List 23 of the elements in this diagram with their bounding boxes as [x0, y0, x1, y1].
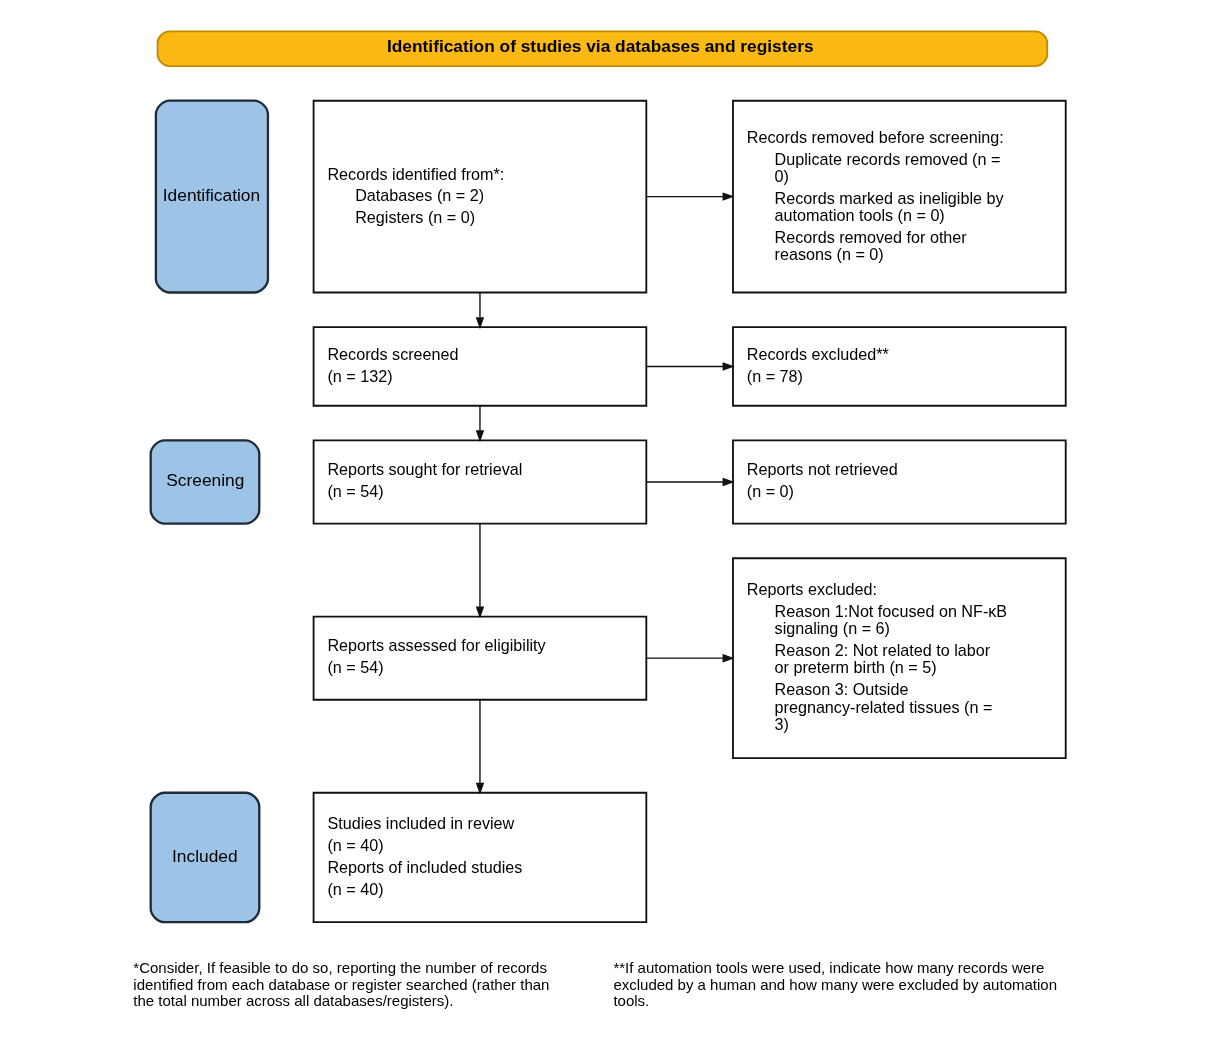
- node-box: Records identified from*: Databases (n = 2) Registers (n = 0): [312, 99, 648, 294]
- node-box: Records removed before screening: Duplicate records removed (n = 0) Records marked as ineligible by automation tools (n = 0) Records removed for other reasons (n = 0): [732, 99, 1067, 294]
- node-box: Included: [149, 791, 261, 924]
- node-box: Reports excluded: Reason 1:Not focused on NF-κB signaling (n = 6) Reason 2: Not related to labor or preterm birth (n = 5) Reason 3: Outside pregnancy-related tissues (n = 3): [732, 557, 1067, 760]
- arrow: [645, 477, 735, 487]
- node-box: Records screened (n = 132): [312, 326, 648, 407]
- node-box: Reports sought for retrieval (n = 54): [312, 439, 648, 525]
- arrow: [475, 523, 485, 619]
- arrow: [475, 405, 485, 443]
- node-box: Reports assessed for eligibility (n = 54): [312, 615, 648, 701]
- arrow: [475, 699, 485, 795]
- node-box: Identification: [154, 99, 270, 294]
- arrow: [645, 362, 735, 371]
- label: **If automation tools were used, indicate how many records were excluded by a human and how many were excluded by automation tools.: [613, 959, 1058, 1009]
- node-box: Records excluded** (n = 78): [732, 326, 1067, 407]
- node-box: Identification of studies via databases and registers: [156, 30, 1049, 67]
- arrow: [645, 653, 735, 663]
- node-box: Screening: [149, 439, 261, 525]
- arrow: [475, 292, 485, 330]
- label: *Consider, If feasible to do so, reporting the number of records identified from each database or register searched (rather than the total number across all databases/registers).: [133, 959, 550, 1009]
- node-box: Studies included in review (n = 40) Reports of included studies (n = 40): [312, 791, 648, 924]
- node-box: Reports not retrieved (n = 0): [732, 439, 1067, 525]
- arrow: [645, 192, 735, 201]
